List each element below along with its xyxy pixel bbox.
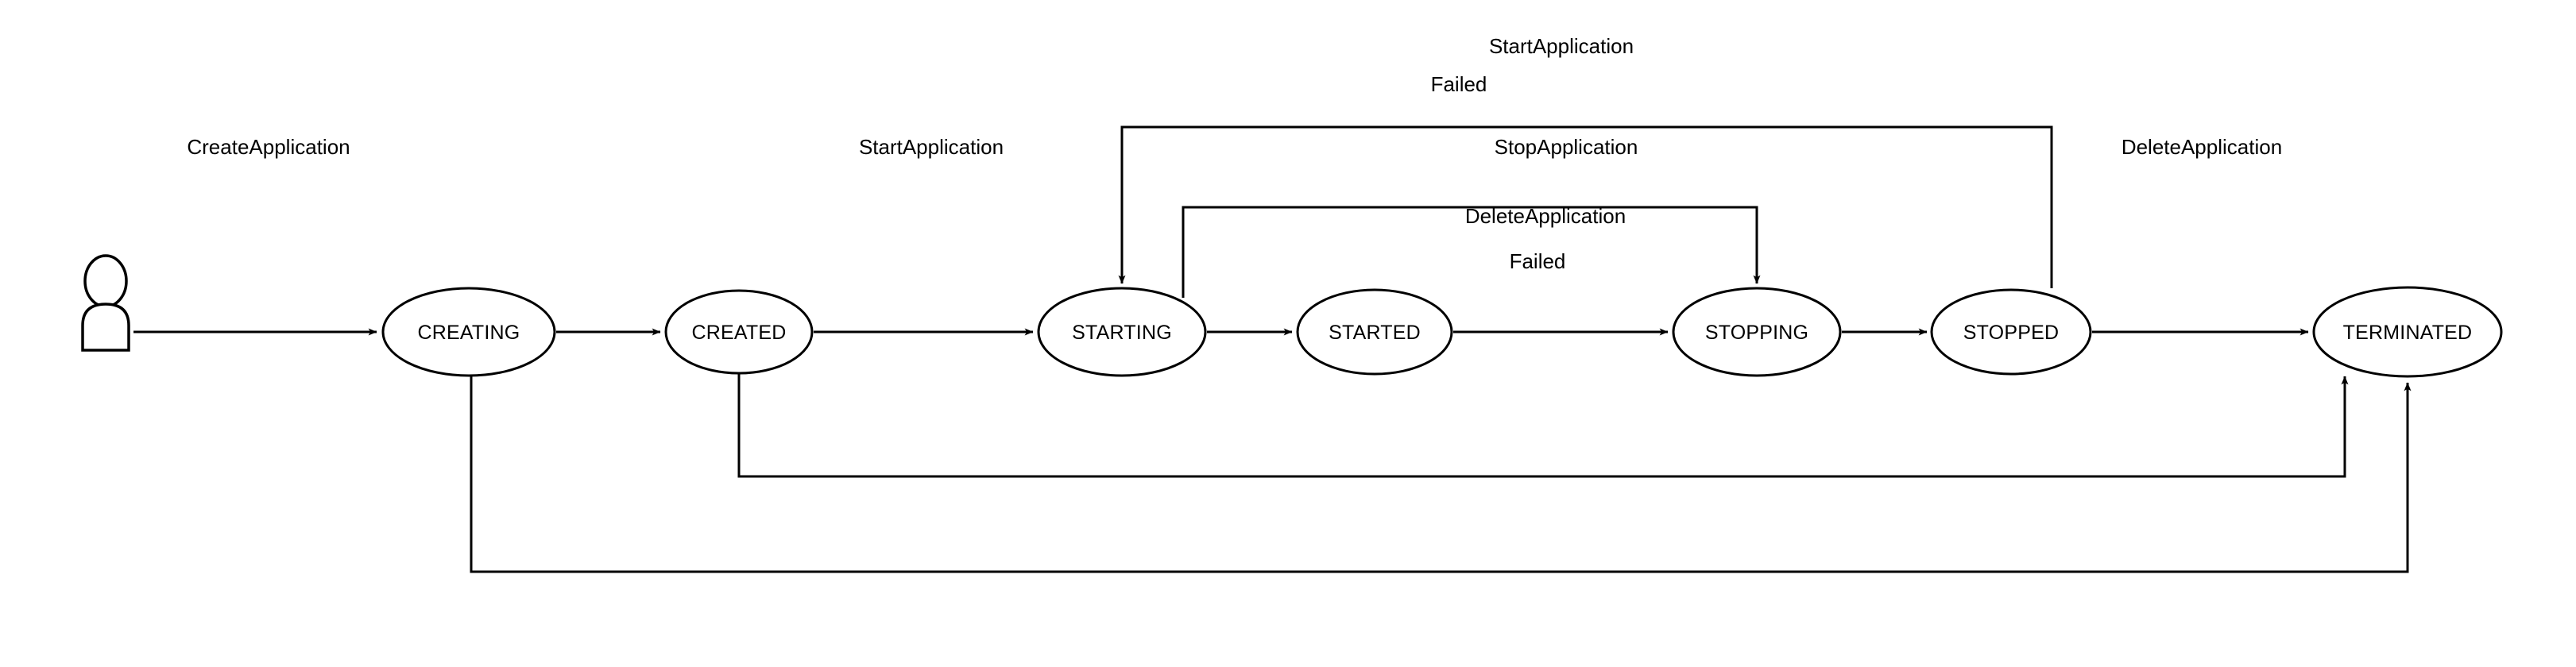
- edge-label-delete-application-created: DeleteApplication: [1465, 204, 1626, 228]
- edge-start-application-created: StartApplication: [814, 135, 1034, 336]
- state-label-stopping: STOPPING: [1705, 322, 1808, 344]
- edge-label-failed-starting: Failed: [1431, 72, 1487, 96]
- user-actor: [81, 254, 130, 352]
- state-node-created[interactable]: CREATED: [664, 289, 814, 375]
- state-ellipse-stopping[interactable]: [1672, 287, 1842, 377]
- edge-start-application-restart: StartApplication: [1118, 34, 2053, 288]
- state-label-creating: CREATING: [418, 322, 520, 344]
- state-label-starting: STARTING: [1072, 322, 1172, 344]
- state-node-started[interactable]: STARTED: [1296, 288, 1453, 376]
- state-ellipse-stopped[interactable]: [1930, 288, 2092, 376]
- edge-create-application: CreateApplication: [133, 135, 377, 336]
- state-node-stopped[interactable]: STOPPED: [1930, 288, 2092, 376]
- edge-line-creating-to-terminated-failed: [470, 376, 2412, 573]
- state-node-starting[interactable]: STARTING: [1037, 287, 1207, 377]
- state-ellipse-creating[interactable]: [381, 287, 556, 377]
- state-ellipse-starting[interactable]: [1037, 287, 1207, 377]
- state-label-terminated: TERMINATED: [2343, 322, 2473, 344]
- edge-label-delete-application-stopped: DeleteApplication: [2122, 135, 2282, 159]
- edge-line-created-to-terminated: [737, 374, 2349, 478]
- state-label-created: CREATED: [691, 322, 786, 344]
- actor-head-icon: [83, 254, 128, 308]
- state-ellipse-created[interactable]: [664, 289, 814, 375]
- edge-stop-application: StopApplication: [1453, 135, 1669, 336]
- state-label-stopped: STOPPED: [1963, 322, 2059, 344]
- edge-failed-creating-to-terminated: Failed: [470, 249, 2412, 573]
- state-label-started: STARTED: [1329, 322, 1421, 344]
- edge-label-start-application-restart: StartApplication: [1489, 34, 1634, 58]
- edge-delete-application-stopped: DeleteApplication: [2092, 135, 2309, 336]
- edge-line-stopped-to-starting: [1118, 125, 2053, 288]
- state-node-stopping[interactable]: STOPPING: [1672, 287, 1842, 377]
- actor-body-icon: [81, 303, 130, 352]
- edge-label-stop-application: StopApplication: [1495, 135, 1638, 159]
- state-node-terminated[interactable]: TERMINATED: [2312, 286, 2503, 378]
- edge-failed-starting-to-stopping: Failed: [1182, 72, 1761, 298]
- edge-delete-application-created: DeleteApplication: [737, 204, 2349, 478]
- edge-label-failed-creating: Failed: [1510, 249, 1566, 273]
- state-node-creating[interactable]: CREATING: [381, 287, 556, 377]
- edge-label-start-application-created: StartApplication: [859, 135, 1004, 159]
- edge-line-starting-to-stopping-failed: [1182, 206, 1761, 298]
- state-ellipse-terminated[interactable]: [2312, 286, 2503, 378]
- state-ellipse-started[interactable]: [1296, 288, 1453, 376]
- edge-label-create-application: CreateApplication: [187, 135, 350, 159]
